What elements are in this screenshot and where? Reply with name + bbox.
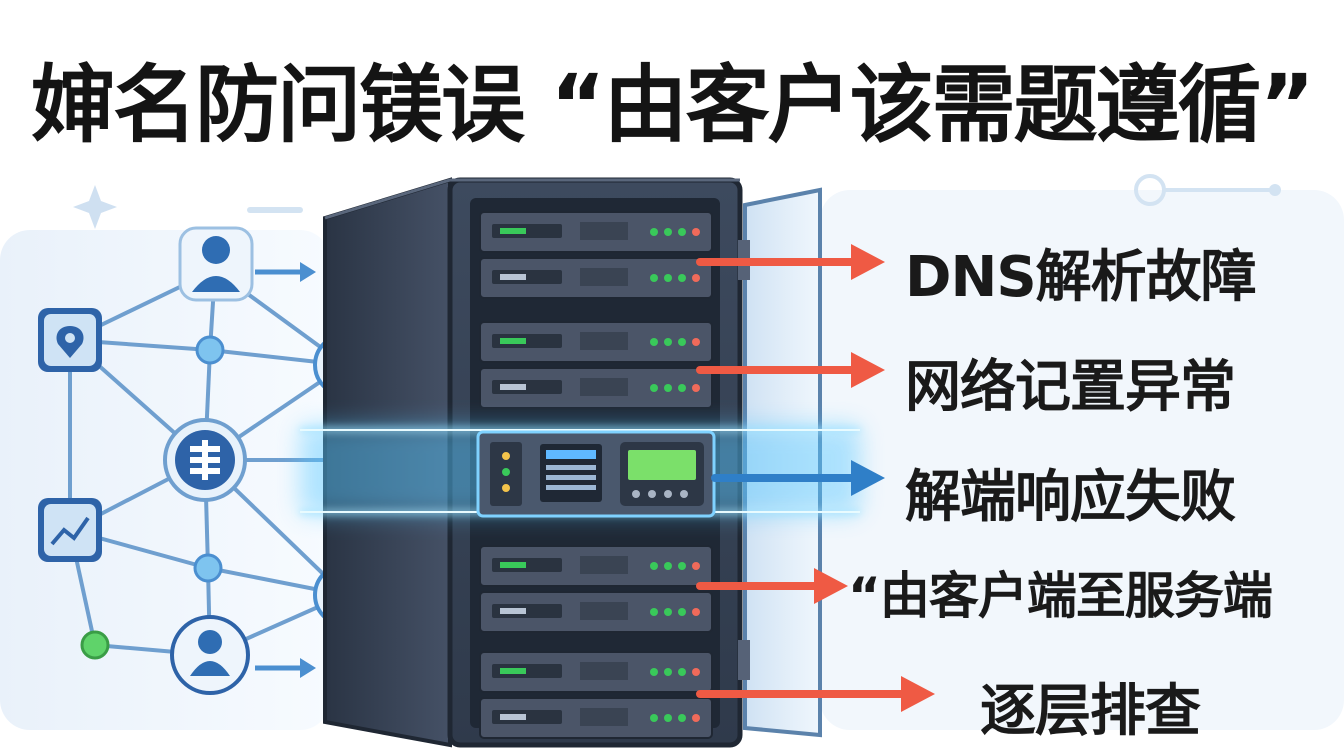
user-icon bbox=[178, 226, 254, 302]
status-led bbox=[678, 714, 686, 722]
sparkle-icon bbox=[73, 185, 117, 229]
status-led bbox=[678, 562, 686, 570]
arrow-head bbox=[851, 244, 885, 280]
status-led bbox=[692, 714, 700, 722]
page-title: 婶名防问镁误 “由客户该需题遵循” bbox=[31, 56, 1315, 154]
status-led bbox=[678, 384, 686, 392]
server-unit bbox=[479, 697, 713, 739]
status-led bbox=[692, 338, 700, 346]
server-unit bbox=[479, 367, 713, 409]
status-led bbox=[650, 714, 658, 722]
server-unit bbox=[479, 591, 713, 633]
server-unit bbox=[479, 651, 713, 693]
status-led bbox=[692, 384, 700, 392]
user-icon bbox=[170, 615, 250, 695]
label-server-response: 解端响应失败 bbox=[905, 465, 1236, 530]
highlighted-server-unit bbox=[476, 430, 716, 518]
status-led bbox=[678, 274, 686, 282]
status-led bbox=[664, 338, 672, 346]
status-led bbox=[692, 668, 700, 676]
arrow-head bbox=[814, 568, 848, 604]
status-led bbox=[678, 668, 686, 676]
server-hub-icon bbox=[163, 418, 247, 502]
server-unit bbox=[479, 321, 713, 363]
arrow-head bbox=[851, 352, 885, 388]
status-led bbox=[664, 228, 672, 236]
status-led bbox=[664, 608, 672, 616]
server-unit bbox=[479, 211, 713, 253]
status-led bbox=[692, 228, 700, 236]
input-arrows bbox=[255, 262, 316, 678]
status-led bbox=[650, 338, 658, 346]
server-unit bbox=[479, 257, 713, 299]
status-led bbox=[678, 608, 686, 616]
status-led bbox=[692, 608, 700, 616]
arrow-head bbox=[901, 676, 935, 712]
status-led bbox=[650, 608, 658, 616]
status-led bbox=[664, 384, 672, 392]
label-layer-check: 逐层排查 bbox=[980, 679, 1201, 744]
status-led bbox=[650, 274, 658, 282]
status-led bbox=[664, 668, 672, 676]
status-led bbox=[692, 274, 700, 282]
status-led bbox=[664, 714, 672, 722]
line-chart-icon bbox=[38, 498, 102, 562]
server-units bbox=[479, 211, 713, 739]
location-pin-icon bbox=[38, 308, 102, 372]
status-led bbox=[650, 228, 658, 236]
status-led bbox=[692, 562, 700, 570]
status-led bbox=[664, 274, 672, 282]
status-led bbox=[650, 668, 658, 676]
status-led bbox=[650, 562, 658, 570]
status-led bbox=[678, 228, 686, 236]
status-led bbox=[650, 384, 658, 392]
label-network-config: 网络记置异常 bbox=[905, 355, 1236, 420]
status-led bbox=[664, 562, 672, 570]
server-unit bbox=[479, 545, 713, 587]
label-dns-failure: DNS解析故障 bbox=[905, 245, 1257, 310]
label-client-to-server: “由客户端至服务端 bbox=[848, 567, 1273, 625]
status-led bbox=[678, 338, 686, 346]
arrow-head bbox=[851, 460, 885, 496]
cause-arrows bbox=[696, 244, 935, 712]
